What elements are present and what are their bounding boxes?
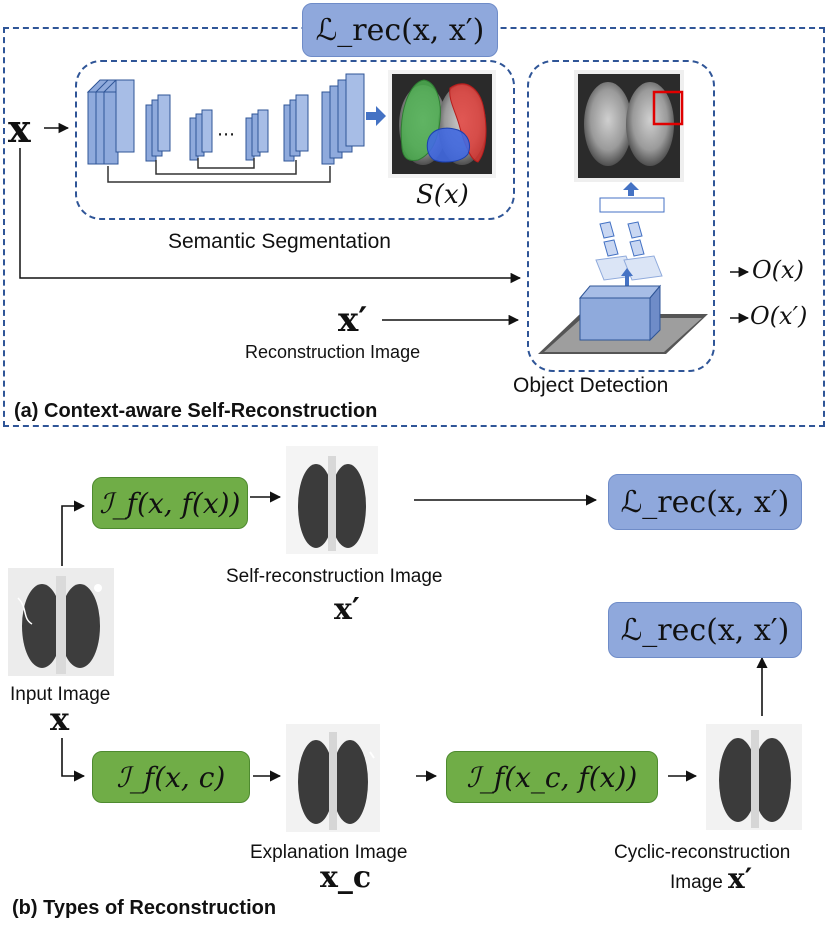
segmentation-group xyxy=(75,60,515,220)
op-explanation: ℐ_f(x, c) xyxy=(92,751,250,803)
explanation-caption: Explanation Image xyxy=(250,842,408,863)
loss-top-label: ℒ_rec(x, x′) xyxy=(620,484,790,520)
recon-caption: Reconstruction Image xyxy=(245,342,421,362)
output-o-xprime: O(x′) xyxy=(750,302,808,330)
explanation-image xyxy=(286,724,380,832)
conv-blocks xyxy=(86,73,365,165)
detection-output-image xyxy=(574,70,684,182)
input-symbol-b: x xyxy=(50,700,70,738)
skip-connections xyxy=(107,158,331,183)
panel-b-title: (b) Types of Reconstruction xyxy=(12,897,277,919)
self-reconstruction-image xyxy=(286,446,378,554)
segmentation-mask-blue xyxy=(426,127,471,163)
detection-group xyxy=(527,60,715,372)
cyclic-caption-line2: Image xyxy=(670,872,723,893)
loss-label-a: ℒ_rec(x, x′) xyxy=(315,12,485,48)
loss-right-label: ℒ_rec(x, x′) xyxy=(620,612,790,648)
detection-bbox xyxy=(652,90,684,126)
recon-x-prime-symbol: x′ xyxy=(338,300,368,340)
input-x-symbol: x xyxy=(8,106,31,151)
cyclic-reconstruction-image xyxy=(706,724,802,830)
op-cyclic-label: ℐ_f(x_c, f(x)) xyxy=(466,760,638,794)
encoder-decoder-network: ⋯ xyxy=(19,73,750,326)
loss-box-panel-a: ℒ_rec(x, x′) xyxy=(302,3,498,57)
output-o-x: O(x) xyxy=(752,256,804,284)
input-image xyxy=(8,568,114,676)
self-recon-caption: Self-reconstruction Image xyxy=(226,566,443,587)
op-explain-label: ℐ_f(x, c) xyxy=(116,760,226,794)
panel-a-title: (a) Context-aware Self-Reconstruction xyxy=(14,400,378,422)
svg-text:⋯: ⋯ xyxy=(217,124,235,145)
detection-caption: Object Detection xyxy=(513,374,669,397)
cyclic-caption-line1: Cyclic-reconstruction xyxy=(614,842,791,863)
self-recon-symbol: x′ xyxy=(334,592,360,627)
op-cyclic-reconstruction: ℐ_f(x_c, f(x)) xyxy=(446,751,658,803)
explanation-symbol: x_c xyxy=(320,860,372,895)
loss-box-top: ℒ_rec(x, x′) xyxy=(608,474,802,530)
op-self-reconstruction: ℐ_f(x, f(x)) xyxy=(92,477,248,529)
loss-box-right: ℒ_rec(x, x′) xyxy=(608,602,802,658)
input-caption: Input Image xyxy=(10,684,111,705)
cyclic-symbol: x′ xyxy=(728,862,753,895)
segmentation-mask-red xyxy=(449,83,487,163)
segmentation-output-label: S(x) xyxy=(416,180,469,210)
detection-network xyxy=(538,70,708,354)
segmentation-output-image xyxy=(388,70,496,178)
op-self-label: ℐ_f(x, f(x)) xyxy=(99,486,241,520)
segmentation-caption: Semantic Segmentation xyxy=(168,230,391,253)
